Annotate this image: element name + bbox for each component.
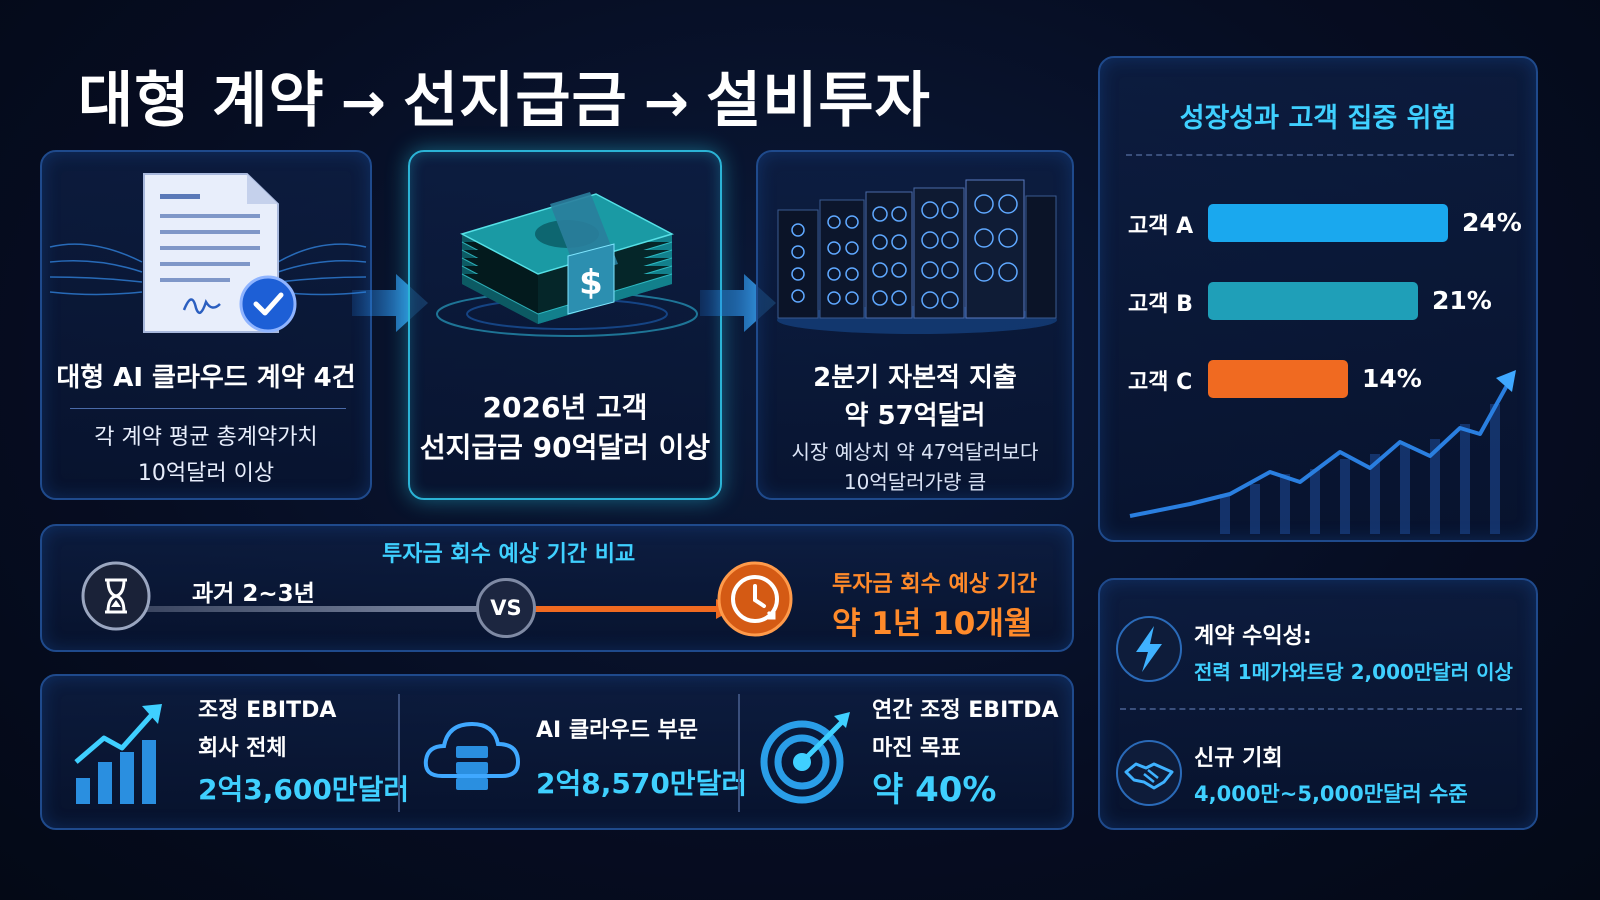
capex-line2: 약 57억달러 [844,401,986,431]
title-arrow-1: → [340,71,387,134]
capex-line4: 10억달러가량 큼 [843,470,987,494]
profit-label: 계약 수익성: [1194,624,1312,649]
payback-title: 투자금 회수 예상 기간 비교 [382,542,636,567]
contract-line1: 각 계약 평균 총계약가치 [94,425,318,450]
kpi-panel: 조정 EBITDA 회사 전체 2억3,600만달러 AI 클라우드 부문 2억… [40,674,1074,830]
kpi-target: 연간 조정 EBITDA 마진 목표 약 40% [872,692,1059,812]
timeline-line-new [532,606,722,612]
growth-bars-icon [74,704,162,804]
target-icon [760,712,850,804]
timeline-line-past [142,606,482,612]
kpi-company-line2: 회사 전체 [198,736,287,761]
kpi-company-value: 2억3,600만달러 [198,773,410,806]
hourglass-icon [81,561,151,631]
kpi-divider-2 [738,694,740,812]
handshake-icon [1116,740,1182,806]
kpi-cloud: AI 클라우드 부문 2억8,570만달러 [536,712,747,806]
kpi-target-value: 약 40% [872,770,997,810]
concentration-title: 성장성과 고객 집중 위험 [1179,103,1457,134]
vs-badge: VS [476,578,536,638]
concentration-divider [1126,154,1514,156]
prepay-card: $ 2026년 고객 선지급금 90억달러 이상 [408,150,722,500]
prepay-line2: 선지급금 90억달러 이상 [419,431,711,464]
concentration-panel: 성장성과 고객 집중 위험 고객 A 24% 고객 B 21% 고객 C 14% [1098,56,1538,542]
capex-line3: 시장 예상치 약 47억달러보다 [791,440,1039,464]
customer-bar-value: 21% [1432,286,1492,315]
server-racks-icon [777,179,1057,334]
kpi-company-line1: 조정 EBITDA [198,698,337,723]
trend-background [1129,370,1516,534]
customer-bar-value: 14% [1362,364,1422,393]
customer-bar [1208,204,1448,242]
customer-bar-value: 24% [1462,208,1522,237]
contract-card: 대형 AI 클라우드 계약 4건 각 계약 평균 총계약가치 10억달러 이상 [40,150,372,500]
kpi-divider-1 [398,694,400,812]
new-opportunity-value: 4,000만~5,000만달러 수준 [1194,782,1468,806]
lightning-icon [1116,616,1182,682]
kpi-cloud-line1: AI 클라우드 부문 [536,718,698,743]
customer-bar-row: 고객 C 14% [1128,360,1528,400]
contract-divider [70,408,346,409]
opportunities-panel: 계약 수익성: 전력 1메가와트당 2,000만달러 이상 신규 기회 4,00… [1098,578,1538,830]
title-step2: 선지급금 [402,66,628,136]
customer-bar-label: 고객 C [1128,370,1193,395]
kpi-cloud-value: 2억8,570만달러 [536,767,748,800]
new-opportunity-label: 신규 기회 [1194,746,1283,771]
new-payback-value: 약 1년 10개월 [832,606,1033,642]
page-title: 대형 계약→선지급금→설비투자 [78,52,931,139]
new-payback-label: 투자금 회수 예상 기간 [832,572,1038,597]
customer-bar [1208,282,1418,320]
title-step3: 설비투자 [706,66,931,136]
past-label: 과거 2~3년 [192,581,315,607]
clock-icon [717,561,793,637]
capex-line1: 2분기 자본적 지출 [813,363,1017,393]
title-arrow-2: → [643,71,691,134]
customer-bar [1208,360,1348,398]
prepay-line1: 2026년 고객 [482,391,648,424]
customer-bar-label: 고객 B [1128,292,1193,317]
kpi-company: 조정 EBITDA 회사 전체 2억3,600만달러 [198,692,409,812]
contract-document-icon [49,173,367,333]
contract-line2: 10억달러 이상 [137,461,275,486]
customer-bar-label: 고객 A [1128,214,1194,239]
contract-headline: 대형 AI 클라우드 계약 4건 [56,363,356,393]
money-stack-icon: $ [436,192,698,337]
customer-bar-row: 고객 A 24% [1128,204,1528,244]
title-step1: 대형 계약 [78,66,325,136]
opportunities-divider [1120,708,1522,710]
profit-value: 전력 1메가와트당 2,000만달러 이상 [1194,660,1513,684]
cloud-server-icon [423,721,521,790]
kpi-target-line1: 연간 조정 EBITDA [872,698,1059,723]
vs-label: VS [490,596,522,620]
payback-panel: 투자금 회수 예상 기간 비교 과거 2~3년 VS 투자금 회수 예상 기간 … [40,524,1074,652]
dollar-symbol: $ [579,263,603,303]
capex-card: 2분기 자본적 지출 약 57억달러 시장 예상치 약 47억달러보다 10억달… [756,150,1074,500]
kpi-target-line2: 마진 목표 [872,736,961,761]
customer-bar-row: 고객 B 21% [1128,282,1528,322]
